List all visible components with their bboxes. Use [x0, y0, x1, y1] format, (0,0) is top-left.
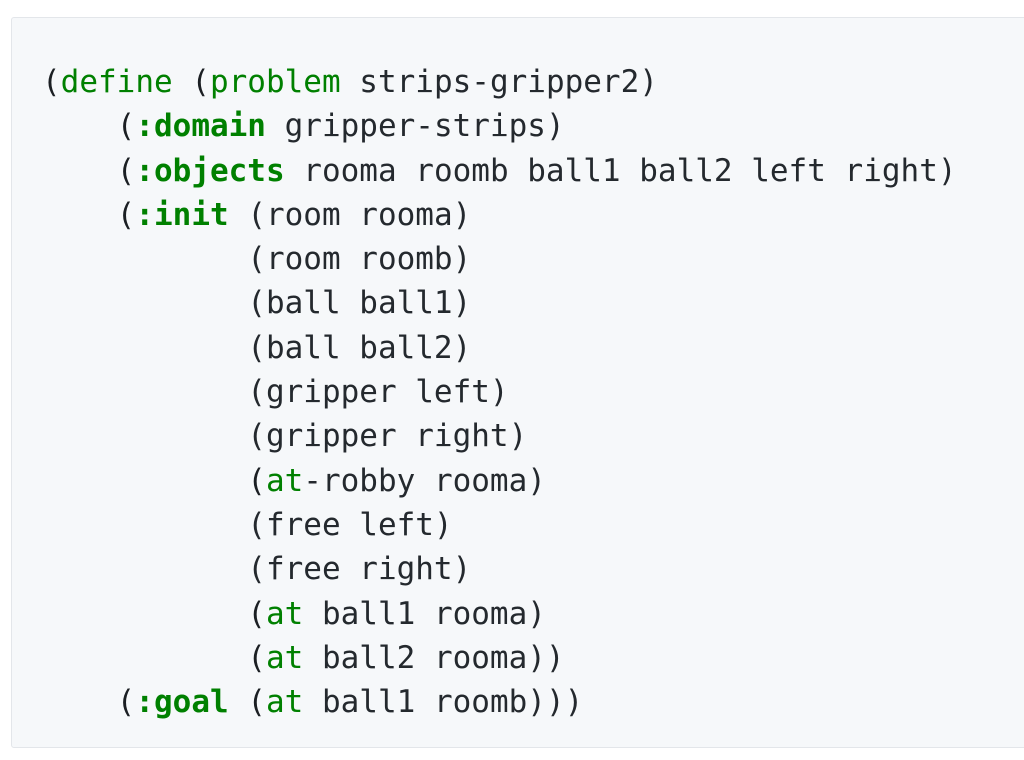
code-token-plain: ball2 rooma))	[303, 639, 565, 676]
code-token-plain: ball1 roomb)))	[303, 684, 584, 721]
code-line: (:init (room rooma)	[42, 193, 957, 237]
code-line: (:goal (at ball1 roomb)))	[42, 680, 957, 724]
code-token-plain: (ball ball2)	[42, 329, 472, 366]
code-token-plain: -robby rooma)	[303, 462, 546, 499]
code-token-kw: at	[265, 684, 304, 721]
code-token-kw: at	[265, 462, 304, 499]
code-token-plain: (room roomb)	[42, 241, 472, 278]
code-token-plain: gripper-strips)	[265, 108, 565, 145]
code-token-plain: (free left)	[42, 506, 453, 543]
code-token-plain: (gripper left)	[42, 374, 509, 411]
code-token-paren: (	[42, 64, 61, 100]
code-line: (define (problem strips-gripper2)	[42, 60, 957, 104]
code-line: (gripper right)	[42, 414, 957, 458]
code-line: (room roomb)	[42, 237, 957, 281]
code-token-paren: (	[42, 462, 266, 499]
code-token-plain: (room rooma)	[228, 196, 472, 233]
code-line: (at-robby rooma)	[42, 459, 957, 503]
code-line: (at ball1 rooma)	[42, 592, 957, 636]
code-token-paren: (	[42, 684, 136, 721]
code-token-kw-bold: :goal	[135, 684, 229, 721]
code-line: (ball ball2)	[42, 326, 957, 370]
code-token-paren: (	[42, 196, 136, 233]
code-token-paren: (	[42, 152, 136, 189]
code-token-paren: (	[42, 108, 136, 145]
code-token-plain: ball1 rooma)	[303, 595, 546, 632]
code-line: (at ball2 rooma))	[42, 636, 957, 680]
code-token-kw-bold: :objects	[135, 152, 285, 189]
code-token-plain: (gripper right)	[42, 418, 528, 455]
code-token-paren: (	[42, 639, 266, 676]
code-token-kw-bold: :domain	[135, 108, 266, 145]
code-line: (free right)	[42, 547, 957, 591]
code-token-kw: define	[60, 64, 173, 100]
code-token-plain: (free right)	[42, 551, 472, 588]
code-token-paren: (	[42, 595, 266, 632]
code-token-kw-bold: :init	[135, 196, 229, 233]
code-line: (gripper left)	[42, 370, 957, 414]
code-line: (:objects rooma roomb ball1 ball2 left r…	[42, 149, 957, 193]
code-token-paren: (	[228, 684, 266, 721]
code-line: (ball ball1)	[42, 281, 957, 325]
code-token-kw: problem	[209, 64, 341, 100]
code-token-kw: at	[265, 639, 304, 676]
code-token-kw: at	[265, 595, 304, 632]
code-line: (:domain gripper-strips)	[42, 104, 957, 148]
code-line: (free left)	[42, 503, 957, 547]
code-token-plain: strips-gripper2)	[340, 64, 658, 100]
pddl-problem-code-block[interactable]: (define (problem strips-gripper2) (:doma…	[11, 17, 1024, 748]
code-token-plain: rooma roomb ball1 ball2 left right)	[284, 152, 957, 189]
code-token-plain: (ball ball1)	[42, 285, 472, 322]
code-listing[interactable]: (define (problem strips-gripper2) (:doma…	[42, 60, 957, 724]
code-token-paren: (	[172, 64, 210, 100]
